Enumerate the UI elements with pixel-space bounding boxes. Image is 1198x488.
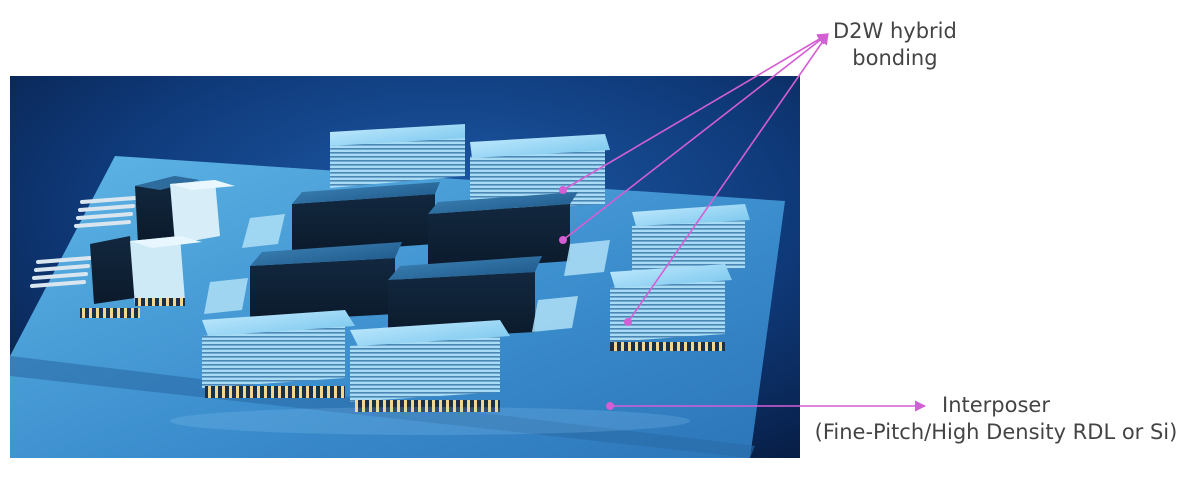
- left-components: [80, 176, 235, 318]
- interposer-label: Interposer (Fine-Pitch/High Density RDL …: [800, 392, 1192, 446]
- interposer-label-line1: Interposer: [942, 393, 1050, 417]
- hbm-stack-bottom-right: [350, 320, 510, 412]
- pin-connectors: [30, 196, 137, 288]
- hbm-stack-right-upper: [632, 204, 750, 276]
- hbm-stack-top-left: [330, 124, 465, 188]
- logic-die-2: [428, 192, 578, 271]
- d2w-label-line2: bonding: [852, 46, 938, 70]
- package-illustration: [10, 76, 800, 458]
- logic-die-1: [292, 182, 440, 254]
- logic-die-3: [250, 242, 402, 322]
- interposer-label-line2: (Fine-Pitch/High Density RDL or Si): [814, 420, 1178, 444]
- bridge-pads: [204, 214, 610, 332]
- d2w-label-line1: D2W hybrid: [833, 19, 957, 43]
- hbm-stack-bottom-left: [202, 310, 355, 398]
- d2w-hybrid-bonding-label: D2W hybrid bonding: [833, 18, 957, 72]
